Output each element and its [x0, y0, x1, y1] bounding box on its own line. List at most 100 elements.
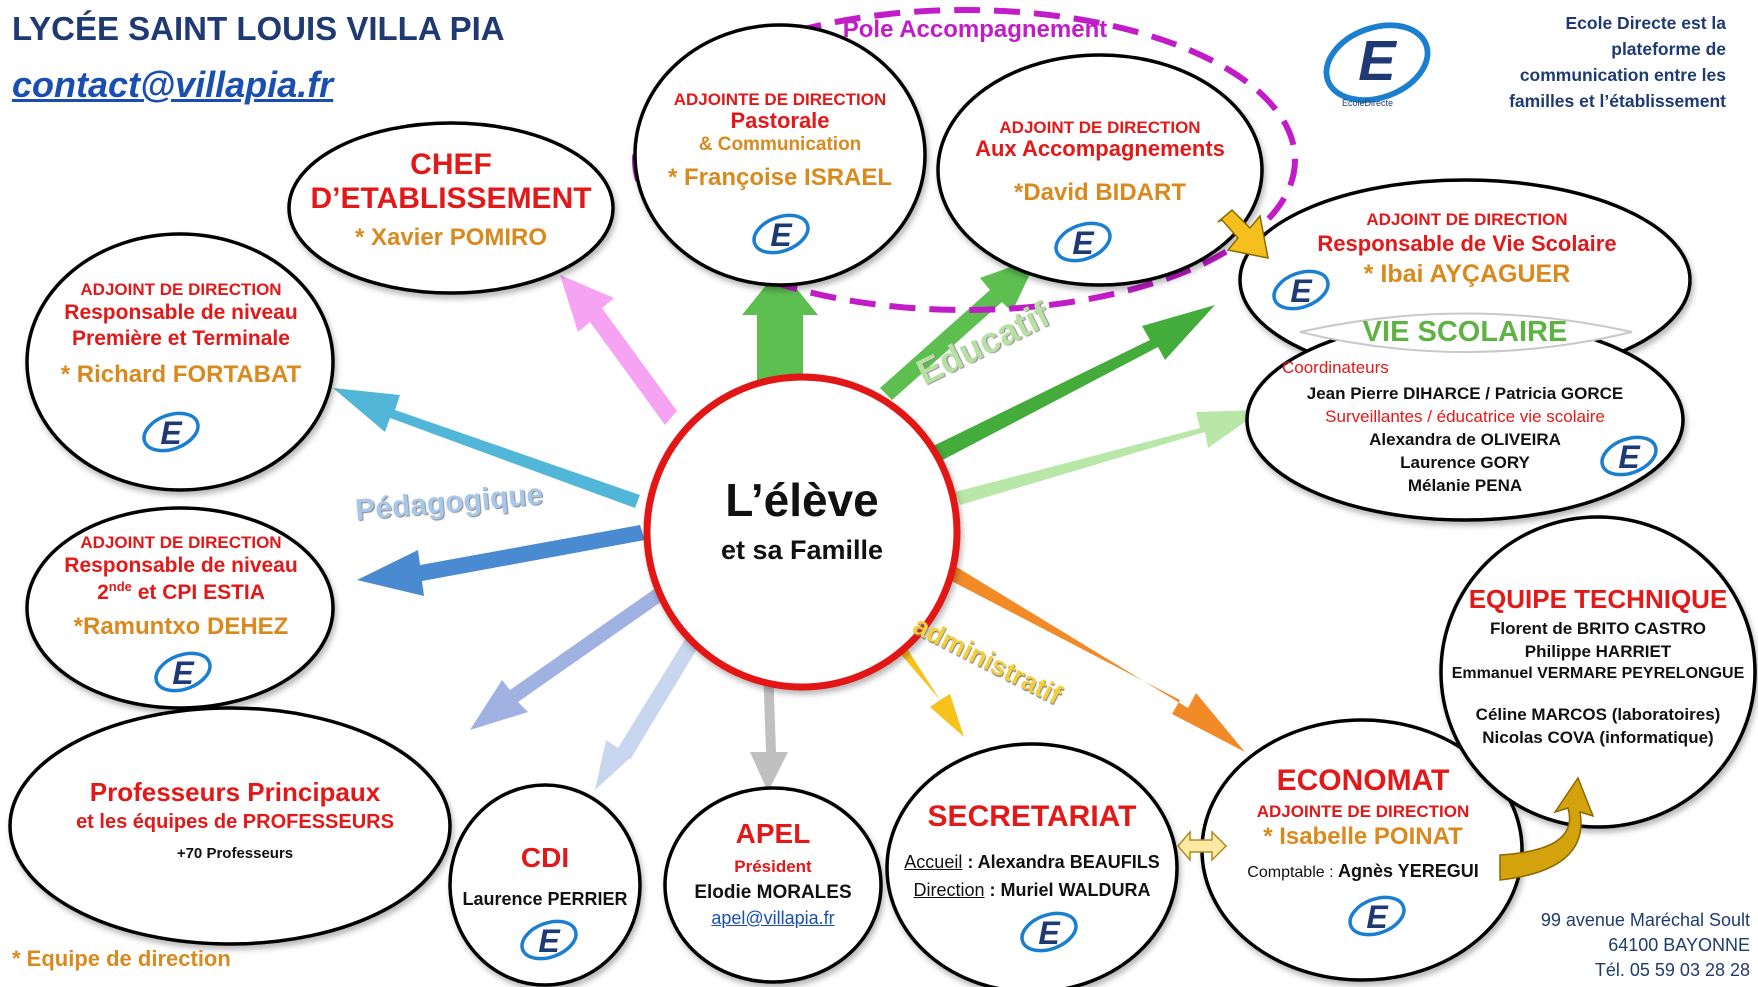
- economat-ecoledirecte-icon: E: [1344, 894, 1410, 946]
- secretariat-line-1: Accueil : Alexandra BEAUFILS: [896, 852, 1168, 872]
- ecoledirecte-logo-caption: EcoleDirecte: [1342, 98, 1394, 108]
- technique-name-2: Philippe HARRIET: [1524, 642, 1672, 662]
- seconde-line-1: Responsable de niveau: [64, 554, 298, 578]
- technique-name-1: Florent de BRITO CASTRO: [1490, 619, 1706, 639]
- apel-node: APEL Président Elodie MORALES apel@villa…: [670, 818, 876, 928]
- economat-node: ECONOMAT ADJOINTE DE DIRECTION * Isabell…: [1222, 764, 1504, 881]
- apel-person: Elodie MORALES: [694, 882, 852, 904]
- svg-text:E: E: [1358, 29, 1397, 92]
- economat-title: ECONOMAT: [1276, 764, 1450, 797]
- vie-scolaire-name-1: Alexandra de OLIVEIRA: [1369, 430, 1561, 450]
- technique-title: EQUIPE TECHNIQUE: [1468, 584, 1728, 614]
- vie-scolaire-node: Jean Pierre DIHARCE / Patricia GORCE Sur…: [1270, 384, 1660, 495]
- accompagnements-person: *David BIDART: [1013, 178, 1187, 206]
- seconde-shape: [25, 506, 335, 710]
- economat-person: * Isabelle POINAT: [1263, 822, 1463, 850]
- profs-line-3: +70 Professeurs: [176, 844, 294, 862]
- technique-shape: [1439, 515, 1757, 829]
- technique-name-3: Emmanuel VERMARE PEYRELONGUE: [1451, 665, 1745, 683]
- seconde-line-2-sup: nde: [108, 578, 132, 594]
- apel-email-link[interactable]: apel@villapia.fr: [711, 907, 835, 928]
- economat-comptable: Comptable : Agnès YEREGUI: [1222, 861, 1504, 882]
- economat-comptable-label: Comptable :: [1247, 863, 1338, 881]
- arrow-to-apel: [750, 640, 788, 792]
- arrow-to-cdi: [595, 615, 712, 790]
- vie-scolaire-coord-names: Jean Pierre DIHARCE / Patricia GORCE: [1306, 384, 1624, 403]
- cdi-shape: [448, 783, 642, 987]
- secretariat-line-2: Direction : Muriel WALDURA: [896, 880, 1168, 900]
- apel-title: APEL: [735, 818, 811, 849]
- center-title: L’élève: [725, 474, 879, 526]
- cdi-title: CDI: [520, 842, 570, 873]
- ecoledirecte-logo-icon: E: [1318, 22, 1436, 114]
- pastorale-shape: [633, 23, 927, 287]
- economat-role: ADJOINTE DE DIRECTION: [1256, 801, 1470, 821]
- svg-text:E: E: [1072, 225, 1095, 261]
- premiere-role: ADJOINT DE DIRECTION: [80, 280, 282, 299]
- seconde-ecoledirecte-icon: E: [150, 650, 216, 702]
- accompagnements-shape: [936, 53, 1264, 287]
- profs-shape: [8, 706, 452, 946]
- vie-scolaire-head-line-1: Responsable de Vie Scolaire: [1317, 231, 1617, 257]
- pastorale-person: * Françoise ISRAEL: [667, 163, 893, 191]
- pastorale-line-2: & Communication: [698, 133, 862, 155]
- premiere-shape: [25, 232, 335, 492]
- premiere-person: * Richard FORTABAT: [60, 361, 302, 389]
- secretariat-ecoledirecte-icon: E: [1016, 910, 1082, 962]
- arrow-to-seconde: [357, 525, 645, 596]
- vie-scolaire-head-ecoledirecte-icon: E: [1268, 268, 1334, 320]
- arrow-to-economat: [940, 560, 1245, 752]
- seconde-person: *Ramuntxo DEHEZ: [73, 613, 289, 641]
- chef-line-1: CHEF: [410, 148, 492, 181]
- technique-name-4: Céline MARCOS (laboratoires): [1475, 705, 1721, 725]
- pastorale-ecoledirecte-icon: E: [748, 212, 814, 264]
- chef-person: * Xavier POMIRO: [354, 224, 548, 252]
- seconde-line-2: 2nde et CPI ESTIA: [40, 578, 322, 605]
- svg-text:E: E: [538, 923, 561, 959]
- ecoledirecte-line-3: communication entre les: [1519, 65, 1726, 85]
- pastorale-line-1: Pastorale: [730, 108, 830, 134]
- secretariat-accueil-label: Accueil: [904, 851, 963, 872]
- secretariat-accueil-name: : Alexandra BEAUFILS: [962, 851, 1160, 872]
- cdi-person: Laurence PERRIER: [462, 889, 628, 910]
- accompagnements-role: ADJOINT DE DIRECTION: [999, 118, 1201, 137]
- seconde-node: ADJOINT DE DIRECTION Responsable de nive…: [40, 533, 322, 641]
- premiere-line-2: Première et Terminale: [72, 326, 290, 350]
- accompagnements-ecoledirecte-icon: E: [1050, 220, 1116, 272]
- svg-text:E: E: [172, 655, 195, 691]
- vie-scolaire-head-role: ADJOINT DE DIRECTION: [1366, 210, 1568, 229]
- pastorale-node: ADJOINTE DE DIRECTION Pastorale & Commun…: [650, 90, 910, 192]
- connector-secretariat-economat: [1177, 829, 1228, 863]
- accompagnements-line-1: Aux Accompagnements: [975, 136, 1225, 162]
- contact-email-link[interactable]: contact@villapia.fr: [12, 64, 334, 105]
- arrow-to-vie-scolaire-head: [925, 305, 1215, 465]
- vie-scolaire-head-node: ADJOINT DE DIRECTION Responsable de Vie …: [1282, 210, 1652, 288]
- seconde-role: ADJOINT DE DIRECTION: [80, 533, 282, 552]
- seconde-line-2-main: 2: [97, 580, 109, 604]
- cdi-node: CDI Laurence PERRIER: [460, 842, 630, 910]
- premiere-ecoledirecte-icon: E: [138, 410, 204, 462]
- accompagnements-node: ADJOINT DE DIRECTION Aux Accompagnements…: [948, 118, 1252, 207]
- technique-node: EQUIPE TECHNIQUE Florent de BRITO CASTRO…: [1442, 584, 1754, 747]
- arrow-to-chef: [560, 275, 677, 425]
- arrow-to-vie-scolaire: [955, 410, 1262, 505]
- ecoledirecte-description: Ecole Directe est la plateforme de commu…: [1509, 10, 1726, 114]
- apel-role: Président: [734, 857, 812, 877]
- apel-shape: [663, 786, 883, 984]
- ecoledirecte-line-2: plateforme de: [1611, 39, 1726, 59]
- arrow-to-premiere: [333, 388, 640, 508]
- address-block: 99 avenue Maréchal Soult 64100 BAYONNE T…: [1541, 908, 1750, 983]
- vie-scolaire-surv-label: Surveillantes / éducatrice vie scolaire: [1325, 407, 1605, 427]
- arrow-to-pastorale: [742, 268, 818, 380]
- premiere-line-1: Responsable de niveau: [64, 301, 298, 325]
- address-line-1: 99 avenue Maréchal Soult: [1540, 910, 1750, 930]
- vie-scolaire-ecoledirecte-icon: E: [1596, 434, 1662, 486]
- arrow-to-profs: [470, 585, 668, 730]
- secretariat-direction-name: : Muriel WALDURA: [984, 879, 1151, 900]
- ecoledirecte-line-4: familles et l’établissement: [1509, 91, 1726, 111]
- vie-scolaire-coord-label: Coordinateurs: [1282, 358, 1389, 377]
- secretariat-title: SECRETARIAT: [927, 800, 1137, 833]
- secretariat-direction-label: Direction: [913, 879, 985, 900]
- vie-scolaire-name-3: Mélanie PENA: [1407, 476, 1523, 496]
